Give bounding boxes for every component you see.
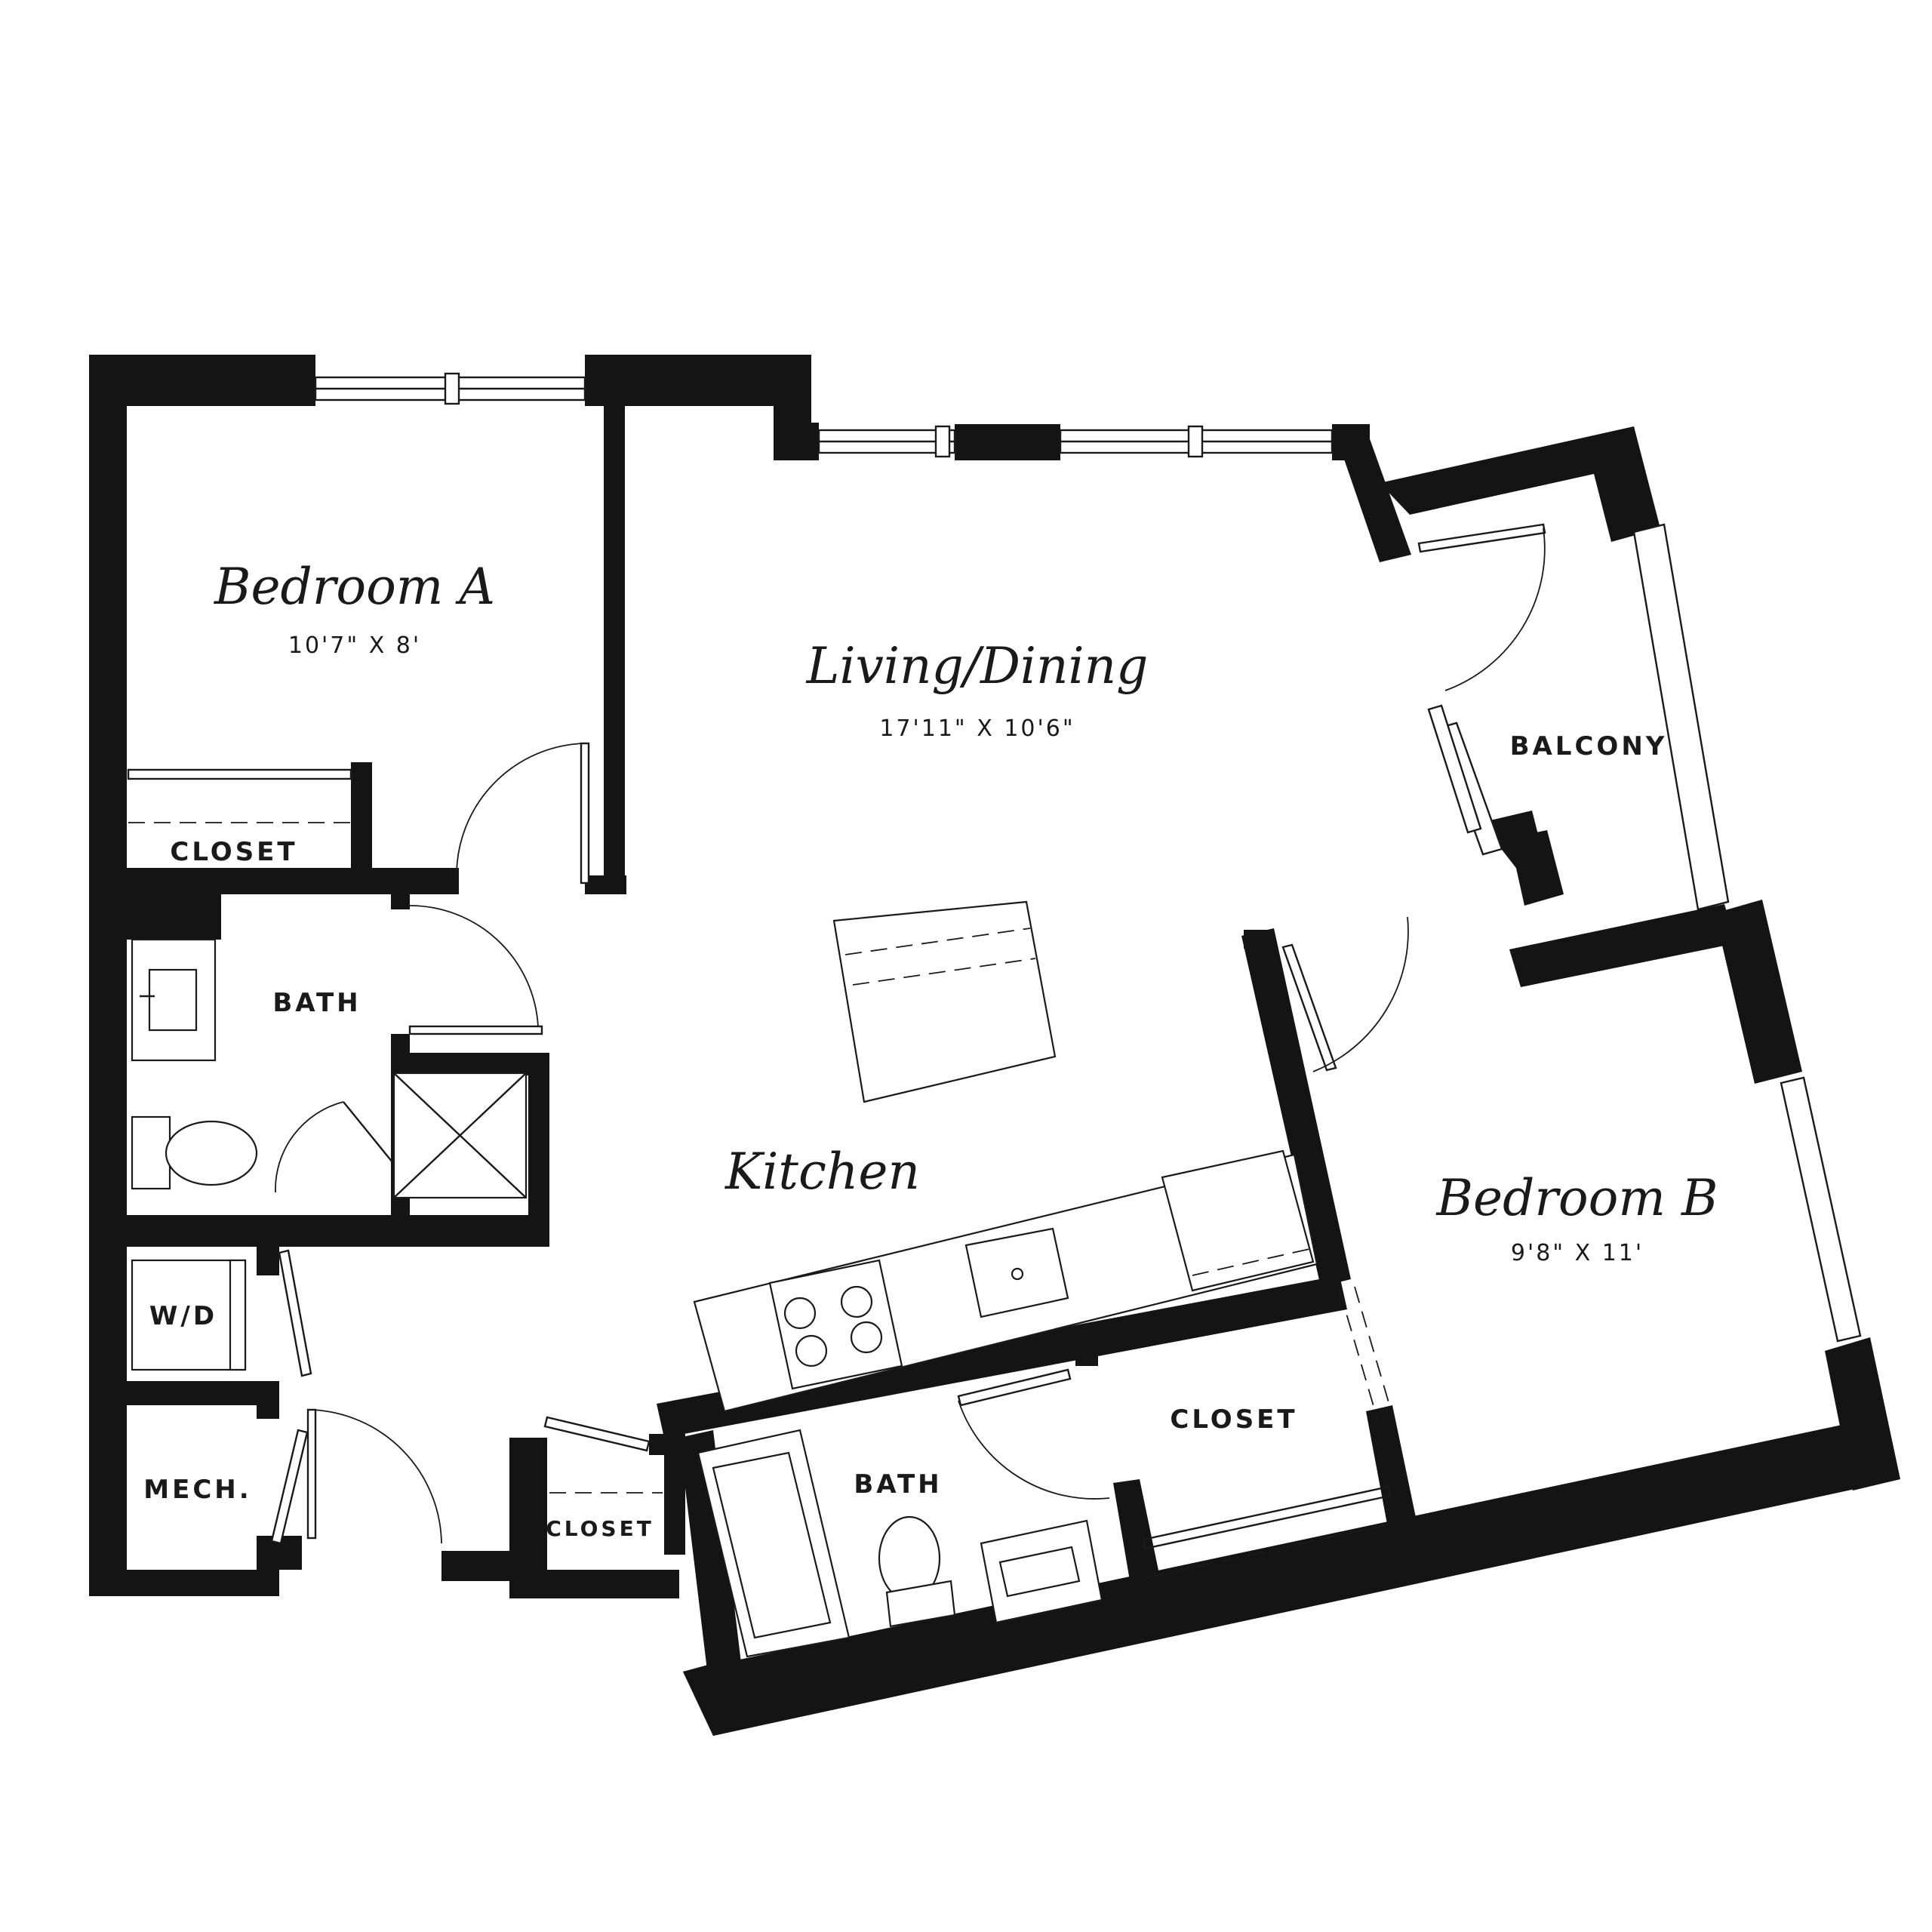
closet-b-label: CLOSET (1170, 1404, 1297, 1435)
closet-shelves (127, 768, 1392, 1578)
windows (314, 372, 1862, 1343)
bath-b-label: BATH (854, 1469, 942, 1500)
bath-a-label: BATH (272, 988, 361, 1018)
balcony-label: BALCONY (1510, 731, 1668, 761)
doors (270, 523, 1546, 1545)
bedroom-b-dims: 9'8" X 11' (1511, 1240, 1644, 1266)
kitchen-name: Kitchen (724, 1143, 920, 1201)
bedroom-a-dims: 10'7" X 8' (288, 632, 421, 659)
room-labels: Bedroom A 10'7" X 8' Living/Dining 17'11… (143, 558, 1718, 1541)
bedroom-a-name: Bedroom A (214, 558, 495, 616)
entry-closet-label: CLOSET (546, 1516, 654, 1541)
wd-label: W/D (149, 1301, 217, 1331)
bedroom-b-name: Bedroom B (1436, 1169, 1718, 1227)
closet-a-label: CLOSET (170, 837, 297, 867)
mech-label: MECH. (143, 1475, 251, 1505)
living-dining-dims: 17'11" X 10'6" (879, 715, 1075, 742)
living-dining-name: Living/Dining (806, 637, 1149, 695)
fixtures (131, 900, 1318, 1658)
walls (89, 355, 1900, 1736)
